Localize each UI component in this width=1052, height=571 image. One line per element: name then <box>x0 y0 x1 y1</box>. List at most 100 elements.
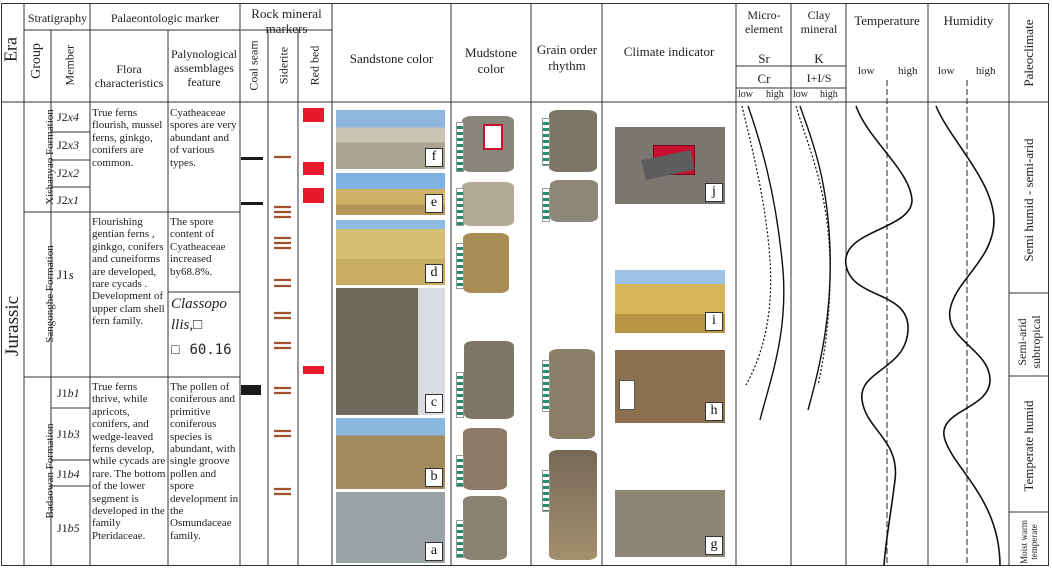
microelement-curves <box>741 105 785 421</box>
sandstone-header: Sandstone color <box>349 51 434 66</box>
microelement-header: Micro-element <box>745 8 783 36</box>
climate-photo-i: i <box>615 270 725 333</box>
scale-bar <box>456 520 464 558</box>
column-lines <box>23 3 1010 566</box>
cr-label: Cr <box>757 71 771 86</box>
red-bed-mark <box>303 188 324 203</box>
era-header: Era <box>0 37 21 62</box>
sandstone-photo-d: d <box>336 220 445 285</box>
mudstone-header: Mudstone color <box>465 45 517 76</box>
scale-bar <box>456 122 464 172</box>
member-j1b5: J1b5 <box>57 521 80 535</box>
scale-bar <box>542 360 550 412</box>
siderite-header: Siderite <box>276 46 291 85</box>
mudstone-core <box>463 496 507 560</box>
hum-high: high <box>976 65 996 77</box>
clay-curves <box>795 105 831 411</box>
mudstone-core <box>462 182 514 226</box>
scale-bar <box>542 118 550 166</box>
micro-high: high <box>766 89 784 100</box>
scale-bar <box>456 372 464 418</box>
member-j2x1: J2x1 <box>57 193 79 207</box>
formation-xishanyao: Xishanyao Formation <box>44 109 56 205</box>
palyno-percent: □60.16 <box>171 342 232 358</box>
coal-seam-mark <box>241 202 263 205</box>
red-bed-mark <box>303 366 324 374</box>
mudstone-core <box>463 428 507 490</box>
climate-photo-h: h <box>615 350 725 423</box>
is-curve <box>795 105 831 386</box>
coal-seam-header: Coal seam <box>246 40 261 91</box>
paleoclimate-header: Paleoclimate <box>1021 19 1036 87</box>
paleo-temperate-humid: Temperate humid <box>1021 400 1036 492</box>
sandstone-photo-c: c <box>336 288 445 415</box>
clay-high: high <box>820 89 838 100</box>
is-label: I+I/S <box>806 71 832 85</box>
coal-seam-markers <box>241 157 263 395</box>
formation-badaowan: Badaowan Formation <box>44 423 56 519</box>
rock-mineral-header: Rock mineral markers <box>251 6 322 36</box>
sandstone-photo-f: f <box>336 110 445 169</box>
micro-low: low <box>738 89 753 100</box>
palyno-xishanyao: Cyatheaceae spores are very abundant and… <box>170 107 237 169</box>
flora-badaowan: True ferns thrive, while apricots, conif… <box>92 381 166 542</box>
mudstone-core <box>462 116 514 172</box>
temp-high: high <box>898 65 918 77</box>
stratigraphy-header: Stratigraphy <box>27 11 88 25</box>
member-j1s: J1s <box>57 267 74 282</box>
cr-curve <box>741 105 772 386</box>
grain-order-header: Grain order rhythm <box>536 42 598 73</box>
humidity-curve <box>935 105 1001 567</box>
sandstone-photo-a: a <box>336 492 445 563</box>
outer-border <box>1 3 1049 566</box>
temperature-curve <box>845 105 913 567</box>
palyno-classopollis-1: Classopo <box>171 296 227 312</box>
k-label: K <box>814 51 824 66</box>
scale-bar <box>456 188 464 226</box>
flora-sangonghe: Flourishing gentian ferns , ginkgo, coni… <box>92 216 165 328</box>
coal-seam-mark <box>241 157 263 160</box>
palyno-classopollis-2: llis,□ <box>171 317 203 333</box>
grain-core <box>549 450 597 560</box>
grain-core <box>549 349 595 439</box>
palyno-badaowan: The pollen of coniferous and primitive c… <box>170 381 239 542</box>
climate-photo-j: j <box>615 127 725 204</box>
group-header: Group <box>29 43 44 79</box>
member-j2x2: J2x2 <box>57 166 79 180</box>
mudstone-core <box>464 341 514 419</box>
flora-xishanyao: True ferns flourish, mussel ferns, ginkg… <box>92 107 163 169</box>
paleo-moist-warm: Moist warm temperate <box>1019 520 1039 564</box>
scale-bar <box>542 470 550 512</box>
temp-low: low <box>858 65 875 77</box>
member-dividers <box>24 131 240 487</box>
siderite-markers <box>274 155 291 496</box>
temperature-header: Temperature <box>854 13 920 28</box>
scale-bar <box>456 243 464 289</box>
palynological-header: Palynological assemblages feature <box>171 47 237 89</box>
flora-header: Flora characteristics <box>94 62 164 90</box>
sandstone-photo-b: b <box>336 418 445 489</box>
paleo-semi-humid: Semi humid - semi-arid <box>1021 138 1036 262</box>
grain-core <box>549 110 597 172</box>
mudstone-core <box>463 233 509 293</box>
palaeontologic-header: Palaeontologic marker <box>110 11 220 25</box>
member-j2x4: J2x4 <box>57 110 79 124</box>
climate-indicator-header: Climate indicator <box>623 44 715 59</box>
sr-curve <box>747 105 785 421</box>
formation-sangonghe: Sangonghe Formation <box>44 245 56 343</box>
hum-low: low <box>938 65 955 77</box>
red-bed-mark <box>303 162 324 175</box>
climate-photo-g: g <box>615 490 725 557</box>
red-bed-header: Red bed <box>307 45 322 86</box>
sandstone-photo-e: e <box>336 173 445 215</box>
paleo-semi-arid-subtropical: Semi-arid subtropical <box>1015 315 1043 369</box>
sr-label: Sr <box>758 51 770 66</box>
member-j1b1: J1b1 <box>57 386 80 400</box>
era-jurassic: Jurassic <box>2 295 23 357</box>
grain-core <box>550 180 598 222</box>
member-j1b3: J1b3 <box>57 427 80 441</box>
palyno-sangonghe: The spore content of Cyatheaceae increas… <box>170 216 226 278</box>
scale-bar <box>542 188 550 222</box>
clay-mineral-header: Clay mineral <box>800 8 838 36</box>
